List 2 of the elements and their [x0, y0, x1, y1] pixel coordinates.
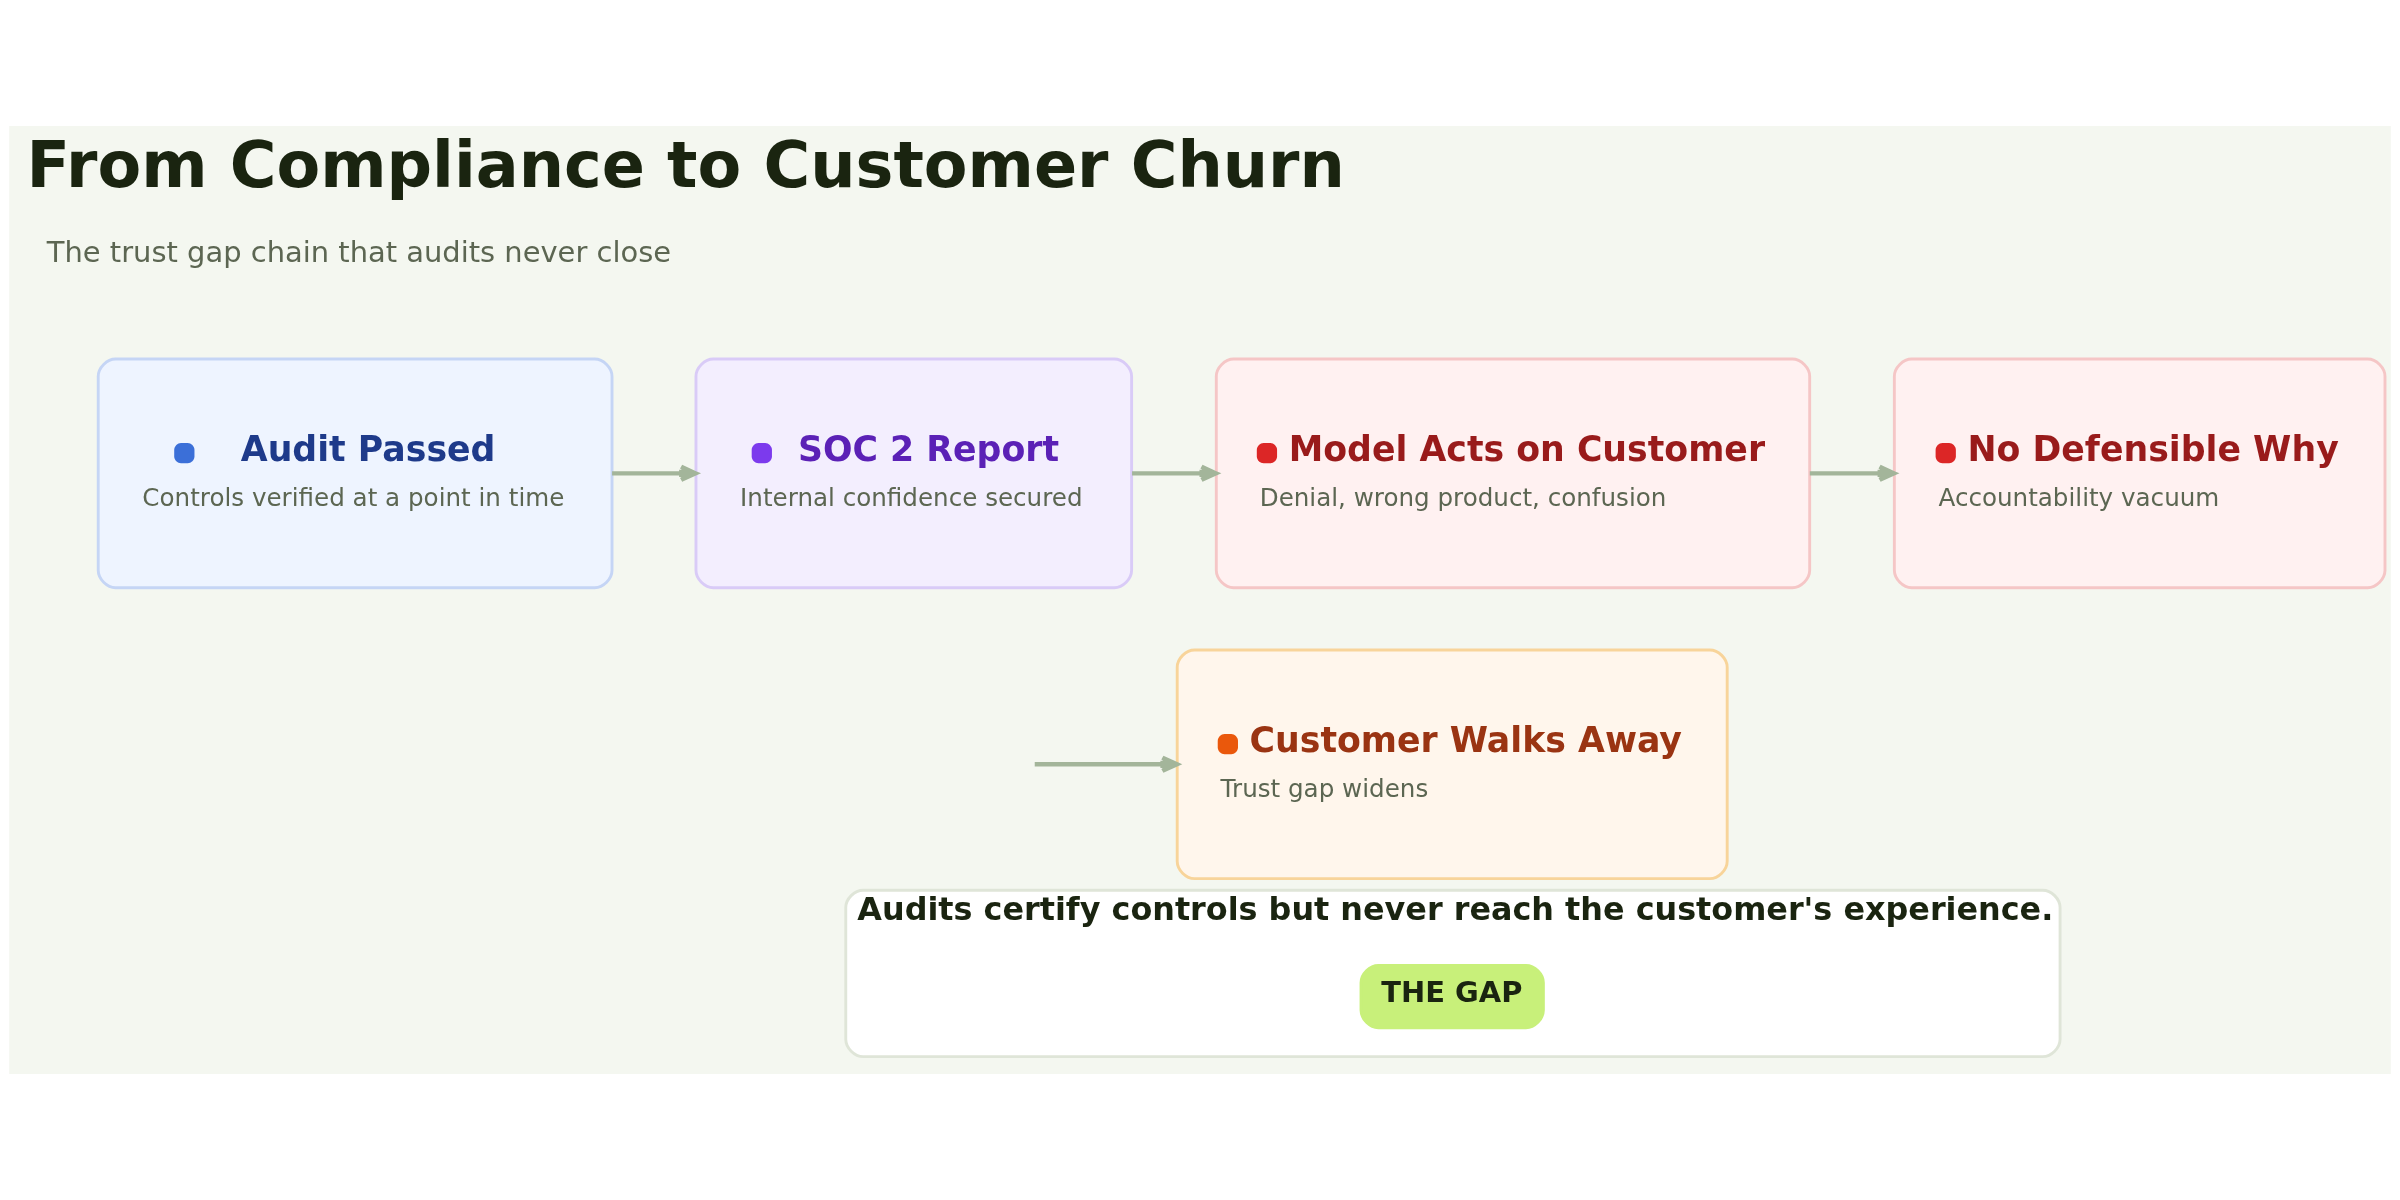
diagram-title: From Compliance to Customer Churn: [26, 128, 1345, 203]
label: The trust gap chain that audits never close: [46, 235, 672, 270]
